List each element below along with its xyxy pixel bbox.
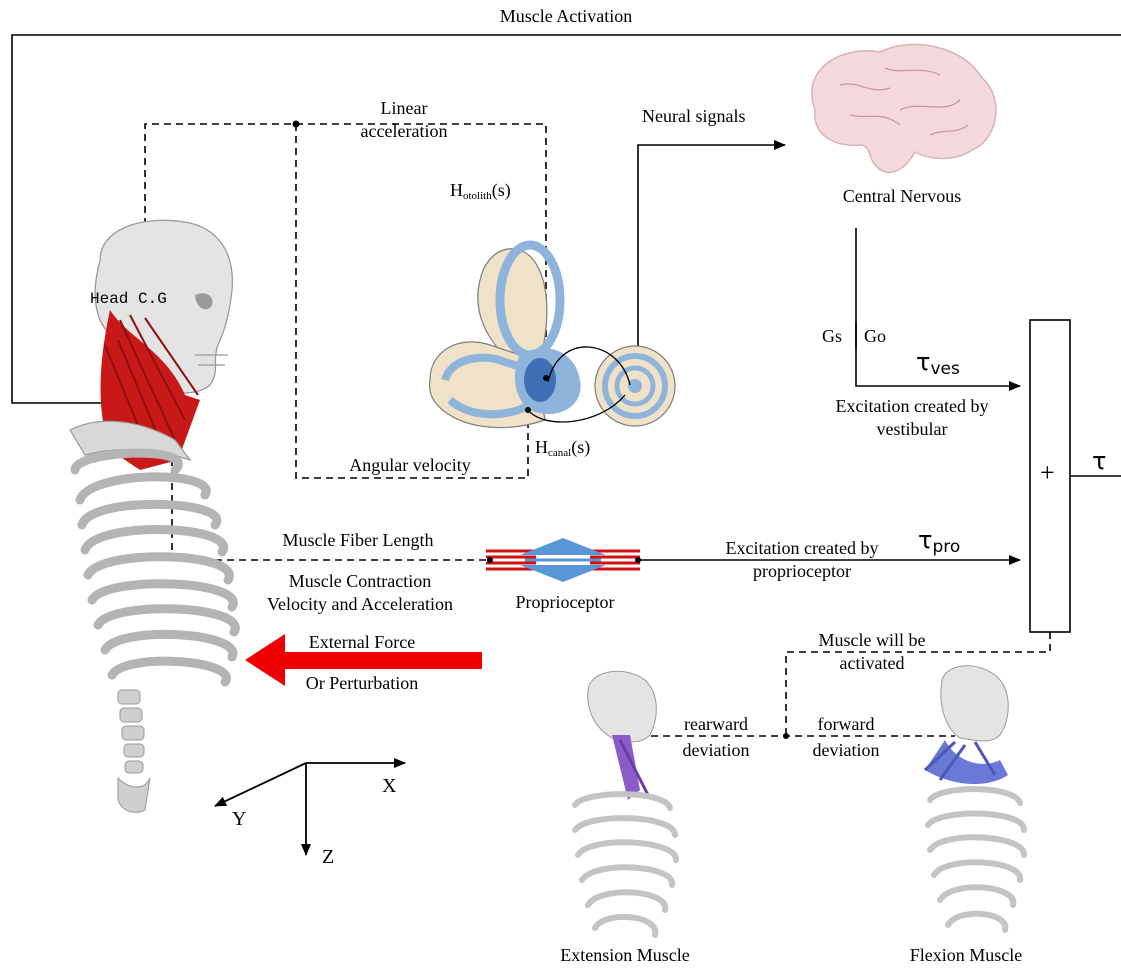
excitation-proprioceptor-label-2: proprioceptor bbox=[753, 561, 851, 582]
go-label: Go bbox=[864, 326, 886, 347]
junction-dot bbox=[293, 121, 300, 128]
linear-acceleration-label-2: acceleration bbox=[361, 121, 448, 142]
proprioceptor-label: Proprioceptor bbox=[516, 592, 615, 613]
linear-acceleration-label-1: Linear bbox=[381, 98, 428, 119]
external-force-label-1: External Force bbox=[309, 632, 415, 653]
head-neck-skeleton bbox=[70, 220, 232, 470]
h-canal-label: Hcanal(s) bbox=[535, 437, 590, 460]
muscle-fiber-length-label: Muscle Fiber Length bbox=[283, 530, 434, 551]
spine bbox=[118, 690, 150, 812]
extension-muscle-label: Extension Muscle bbox=[560, 945, 689, 966]
rearward-label-1: rearward bbox=[684, 714, 748, 735]
axis-y-label: Y bbox=[232, 808, 246, 831]
head-cg-label: Head C.G bbox=[90, 290, 167, 308]
junction-dot-2 bbox=[783, 733, 789, 739]
forward-label-1: forward bbox=[818, 714, 875, 735]
proprioceptor-icon bbox=[486, 538, 641, 582]
muscle-will-be-label-2: activated bbox=[840, 653, 905, 674]
gs-label: Gs bbox=[822, 326, 842, 347]
tau-output-label: τ bbox=[1092, 448, 1106, 476]
excitation-vestibular-label-2: vestibular bbox=[877, 419, 948, 440]
excitation-vestibular-label-1: Excitation created by bbox=[836, 396, 989, 417]
forward-label-2: deviation bbox=[813, 740, 880, 761]
axis-z-label: Z bbox=[322, 846, 334, 869]
extension-muscle-figure bbox=[575, 671, 676, 935]
rearward-label-2: deviation bbox=[683, 740, 750, 761]
muscle-will-be-label-1: Muscle will be bbox=[819, 630, 926, 651]
flexion-muscle-label: Flexion Muscle bbox=[910, 945, 1023, 966]
neural-signals-arrow bbox=[630, 145, 785, 385]
h-otolith-label: Hotolith(s) bbox=[450, 180, 511, 203]
rib-cage bbox=[75, 453, 235, 682]
muscle-contraction-label-2: Velocity and Acceleration bbox=[267, 594, 453, 615]
tau-ves-label: τves bbox=[916, 349, 960, 380]
brain-icon bbox=[812, 44, 996, 172]
muscle-activation-label: Muscle Activation bbox=[500, 6, 632, 27]
neural-signals-label: Neural signals bbox=[642, 106, 745, 127]
excitation-proprioceptor-label-1: Excitation created by bbox=[726, 538, 879, 559]
angular-velocity-label: Angular velocity bbox=[349, 455, 470, 476]
muscle-contraction-label-1: Muscle Contraction bbox=[289, 571, 431, 592]
external-force-label-2: Or Perturbation bbox=[306, 673, 418, 694]
flexion-muscle-figure bbox=[925, 666, 1024, 930]
axis-x-label: X bbox=[382, 775, 396, 798]
sum-symbol: + bbox=[1040, 458, 1055, 488]
central-nervous-label: Central Nervous bbox=[843, 186, 961, 207]
tau-pro-label: τpro bbox=[918, 527, 960, 558]
